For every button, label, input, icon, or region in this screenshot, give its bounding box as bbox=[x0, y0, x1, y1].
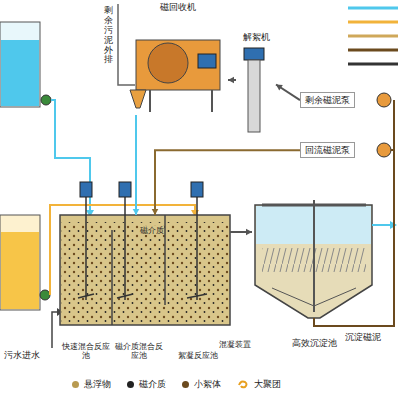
recovery-machine: 磁回收机 bbox=[128, 2, 228, 115]
flow-connector bbox=[133, 115, 140, 215]
connector-line bbox=[135, 115, 137, 215]
arrow-head bbox=[246, 229, 252, 236]
legend-text: 磁介质 bbox=[137, 379, 168, 389]
legend-swatch bbox=[72, 381, 79, 388]
flow-connector bbox=[230, 229, 252, 236]
legend-text: 大聚团 bbox=[252, 379, 283, 389]
flow-connector bbox=[152, 150, 300, 215]
legend-text: 小絮体 bbox=[192, 379, 223, 389]
arrow-head bbox=[133, 209, 140, 215]
node-label: 回流磁泥泵 bbox=[300, 142, 355, 158]
node-label: 磁介质混合反应池 bbox=[112, 342, 165, 360]
connector-line bbox=[276, 85, 300, 101]
legend-item: 小絮体 bbox=[182, 379, 223, 389]
text-label: 混凝装置 bbox=[219, 340, 251, 349]
pump-label: 剩余磁泥泵 bbox=[300, 92, 355, 108]
legend-swatch bbox=[127, 381, 134, 388]
arrow-head bbox=[152, 209, 159, 215]
legend-item: 大聚团 bbox=[237, 379, 283, 389]
reactor-chamber: 絮凝反应池 bbox=[165, 215, 230, 360]
node-label: 高效沉淀池 bbox=[290, 338, 339, 348]
deflocculator: 解絮机 bbox=[236, 32, 276, 137]
text-label: 磁介质 bbox=[140, 226, 164, 235]
legend-symbol bbox=[237, 379, 249, 389]
node-label: 剩余磁泥泵 bbox=[300, 92, 355, 108]
flow-connector bbox=[228, 77, 236, 84]
node-label: 絮凝反应池 bbox=[176, 351, 220, 360]
legend-text: 悬浮物 bbox=[82, 379, 113, 389]
legend-item: 悬浮物 bbox=[72, 379, 113, 389]
node-label: 解絮机 bbox=[241, 32, 272, 42]
legend-item: 磁介质 bbox=[127, 379, 168, 389]
node-label: 快速混合反应池 bbox=[60, 342, 112, 360]
connector-line bbox=[155, 150, 300, 215]
text-label: 污水进水 bbox=[4, 350, 40, 360]
node-label: 磁回收机 bbox=[158, 2, 198, 12]
flow-connector bbox=[276, 85, 300, 101]
legend-swatch bbox=[182, 381, 189, 388]
pump-label: 回流磁泥泵 bbox=[300, 142, 355, 158]
vertical-label: 剩余污泥外排 bbox=[104, 6, 113, 65]
arrow-head bbox=[276, 85, 283, 91]
sedimentation-tank: 高效沉淀池 bbox=[252, 198, 377, 348]
reactor-chamber: 磁介质混合反应池 bbox=[112, 215, 165, 360]
text-label: 沉淀磁泥 bbox=[345, 332, 381, 342]
reactor-chamber: 快速混合反应池 bbox=[60, 215, 112, 360]
legend: 悬浮物 磁介质 小絮体 大聚团 bbox=[72, 379, 283, 389]
arrow-head bbox=[228, 77, 234, 84]
